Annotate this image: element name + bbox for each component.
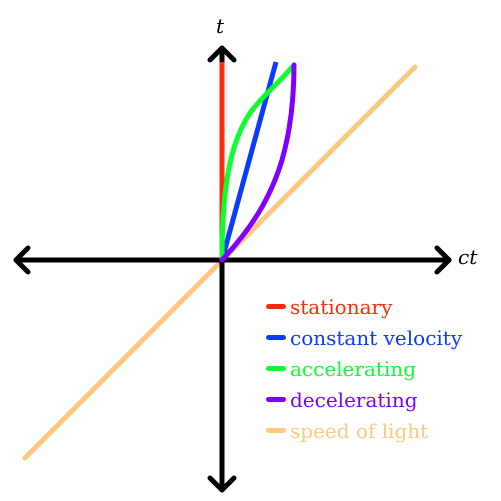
legend-item-speed-of-light: speed of light	[266, 415, 462, 446]
legend-item-constant-velocity: constant velocity	[266, 322, 462, 353]
legend-swatch	[266, 335, 286, 340]
time-axis-arrow-bottom	[207, 475, 237, 493]
space-axis-arrow-right	[434, 245, 452, 275]
legend-item-accelerating: accelerating	[266, 353, 462, 384]
time-axis-label: t	[216, 14, 225, 38]
legend-swatch	[266, 428, 286, 433]
legend-label: accelerating	[290, 356, 416, 381]
worldline-accelerating	[219, 64, 295, 263]
legend-swatch	[266, 397, 286, 402]
worldline-decelerating	[219, 62, 297, 263]
legend: stationary constant velocity acceleratin…	[266, 291, 462, 446]
legend-label: speed of light	[290, 418, 429, 443]
legend-label: constant velocity	[290, 325, 463, 350]
space-axis-label: ct	[458, 245, 478, 269]
legend-item-decelerating: decelerating	[266, 384, 462, 415]
legend-label: stationary	[290, 294, 393, 319]
legend-swatch	[266, 304, 286, 309]
legend-item-stationary: stationary	[266, 291, 462, 322]
space-axis-arrow-left	[13, 245, 31, 275]
legend-label: decelerating	[290, 387, 418, 412]
time-axis-arrow-top	[207, 45, 237, 63]
legend-swatch	[266, 366, 286, 371]
